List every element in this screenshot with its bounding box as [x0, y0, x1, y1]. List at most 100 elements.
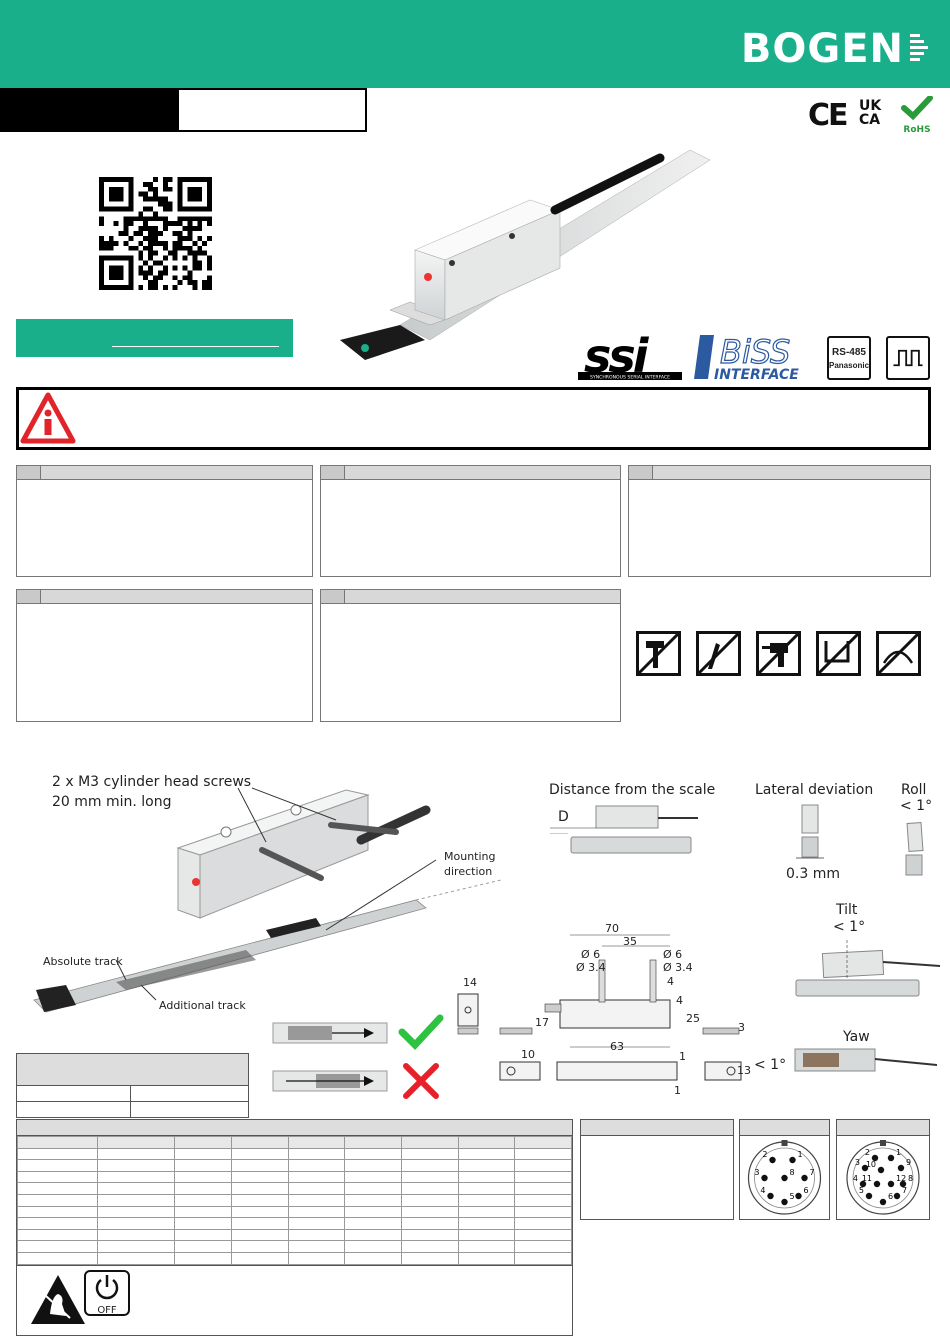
connector-pin-label: 6 — [888, 1192, 893, 1201]
connector-pin-label: 4 — [853, 1174, 858, 1183]
connector-pin-label: 9 — [906, 1158, 911, 1167]
spec-panel-2 — [320, 465, 621, 577]
connector-pin-label: 7 — [810, 1168, 815, 1177]
rs485-vendor: Panasonic — [829, 361, 870, 370]
connector-pin-label: 2 — [865, 1148, 870, 1157]
dim-3: 3 — [738, 1021, 745, 1034]
product-link-box[interactable] — [16, 319, 293, 357]
dim-1-top: 1 — [679, 1050, 686, 1063]
connector-pin-label: 10 — [866, 1160, 876, 1169]
table-row — [17, 1251, 572, 1265]
no-cutting-icon — [696, 631, 741, 676]
qr-code[interactable] — [98, 177, 213, 290]
incremental-pulse-icon — [886, 336, 930, 380]
connector-pin — [893, 1192, 901, 1200]
warning-box — [16, 387, 931, 450]
connector-pin-label: 12 — [896, 1174, 906, 1183]
connector-pin-label: 11 — [862, 1174, 872, 1183]
ukca-mark: UK CA — [859, 99, 881, 127]
connector-pin-label: 5 — [790, 1192, 795, 1201]
rohs-label: RoHS — [903, 125, 931, 135]
orientation-incorrect — [272, 1070, 388, 1092]
connector-pin-label: 2 — [762, 1150, 767, 1159]
rohs-mark: RoHS — [900, 95, 934, 135]
tilt-title: Tilt — [836, 902, 858, 918]
no-bending-icon — [876, 631, 921, 676]
connector-pin — [801, 1174, 808, 1182]
table-row — [17, 1205, 572, 1219]
dimension-drawing — [499, 934, 742, 1081]
dim-4-top: 4 — [667, 975, 674, 988]
spec-panel-1 — [16, 465, 313, 577]
roll-drawing — [905, 822, 924, 876]
no-hammer-icon — [636, 631, 681, 676]
dim-25: 25 — [686, 1012, 700, 1025]
power-off-label: OFF — [97, 1304, 117, 1316]
lateral-value: 0.3 mm — [786, 866, 840, 882]
power-off-icon: OFF — [84, 1269, 130, 1316]
no-drilling-icon — [756, 631, 801, 676]
dim-14: 14 — [463, 976, 477, 989]
connector-pin-label: 3 — [754, 1168, 759, 1177]
connector-pin-label: 1 — [798, 1150, 803, 1159]
table-row — [17, 1136, 572, 1149]
brand-logo: BOGEN — [740, 26, 904, 72]
spec-panel-4 — [16, 589, 313, 722]
connector-pin — [781, 1198, 788, 1206]
screws-label-line1: 2 x M3 cylinder head screws — [52, 774, 252, 790]
mounting-direction-line2: direction — [444, 865, 493, 878]
side-view-drawing — [457, 993, 479, 1035]
product-image — [340, 150, 710, 360]
connector-pin — [899, 1180, 907, 1188]
header-bar — [0, 0, 950, 88]
table-row — [17, 1182, 572, 1195]
mounting-direction-line1: Mounting — [444, 850, 496, 863]
rs485-label: RS-485 — [832, 347, 866, 358]
ce-mark: CE — [808, 98, 848, 133]
tilt-value: < 1° — [833, 919, 866, 935]
dim-phi6-right: Ø 6 — [663, 948, 683, 961]
dim-17: 17 — [535, 1016, 549, 1029]
screws-label-line2: 20 mm min. long — [52, 794, 172, 810]
correct-check-icon — [398, 1014, 444, 1051]
scale-rail-distance — [570, 836, 692, 854]
mounting-drawing — [33, 787, 502, 1013]
connector-pin-label: 3 — [855, 1158, 860, 1167]
connector-pin — [769, 1156, 776, 1164]
yaw-drawing — [794, 1048, 937, 1072]
connector-pin — [887, 1180, 895, 1188]
distance-drawing — [550, 805, 698, 834]
connector-pin-label: 4 — [760, 1186, 765, 1195]
lateral-drawing — [796, 804, 824, 859]
connector-pin — [897, 1164, 905, 1172]
dim-70: 70 — [605, 922, 619, 935]
no-magnet-icon — [816, 631, 861, 676]
table-row — [17, 1228, 572, 1242]
roll-title: Roll — [901, 782, 927, 798]
table-row — [17, 1240, 572, 1253]
connector-pin-label: 5 — [859, 1186, 864, 1195]
connector-pin-label: 8 — [790, 1168, 795, 1177]
connector-pin — [767, 1192, 774, 1200]
connector-pin — [873, 1180, 881, 1188]
biss-title: BiSS — [720, 333, 790, 371]
connector-pin — [859, 1180, 867, 1188]
additional-track-label: Additional track — [159, 999, 246, 1012]
ordering-grid — [17, 1136, 572, 1265]
small-table — [16, 1053, 249, 1118]
tilt-drawing — [795, 940, 940, 997]
lateral-title: Lateral deviation — [755, 782, 874, 798]
connector-pin — [887, 1154, 895, 1162]
spec-panel-5 — [320, 589, 621, 722]
ukca-bottom: CA — [859, 112, 881, 128]
connector-pin-label: 6 — [804, 1186, 809, 1195]
ssi-caption: SYNCHRONOUS SERIAL INTERFACE — [590, 375, 670, 381]
orientation-correct — [272, 1022, 388, 1044]
dim-13: 13 — [737, 1064, 751, 1077]
table-row — [17, 1217, 572, 1230]
power-icon — [95, 1274, 119, 1299]
connector-pin — [865, 1192, 873, 1200]
connector-pin — [879, 1198, 887, 1206]
